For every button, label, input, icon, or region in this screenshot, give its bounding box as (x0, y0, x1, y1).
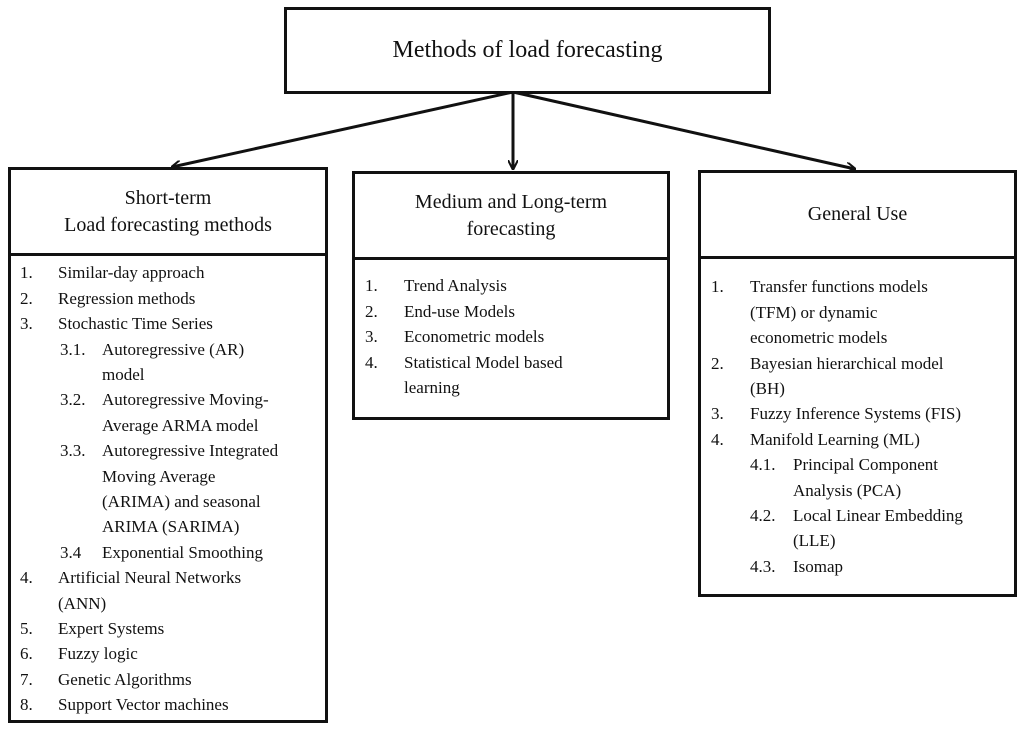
arrow-to-general-use (512, 90, 855, 169)
item-number: 3.4 (60, 542, 82, 562)
arrow-to-short-term (172, 90, 514, 167)
item-text-line: Support Vector machines (58, 695, 229, 715)
item-text-line: learning (404, 377, 460, 397)
root-title: Methods of load forecasting (392, 37, 663, 63)
item-number: 2. (711, 353, 724, 373)
item-text-line: End-use Models (404, 301, 515, 321)
item-number: 1. (20, 263, 33, 283)
item-text-line: Analysis (PCA) (793, 480, 902, 500)
item-text-line: Autoregressive (AR) (102, 339, 245, 359)
item-number: 3.3. (60, 441, 86, 461)
item-text-line: model (102, 364, 145, 384)
item-text-line: Bayesian hierarchical model (750, 353, 944, 373)
item-text-line: Expert Systems (58, 618, 165, 638)
short-term-heading: Short-term Load forecasting methods (64, 186, 272, 236)
root-box: Methods of load forecasting (284, 7, 771, 94)
item-number: 1. (365, 276, 378, 296)
item-text-line: Fuzzy logic (58, 644, 138, 664)
item-text-line: Statistical Model based (404, 352, 563, 372)
item-number: 7. (20, 669, 33, 689)
item-number: 4.3. (750, 556, 776, 576)
item-number: 2. (20, 288, 33, 308)
item-number: 4.2. (750, 505, 776, 525)
item-text-line: Fuzzy Inference Systems (FIS) (750, 404, 962, 424)
item-number: 6. (20, 644, 33, 664)
item-text-line: (ANN) (58, 593, 107, 613)
item-text-line: (TFM) or dynamic (750, 302, 878, 322)
item-number: 4.1. (750, 455, 776, 475)
item-number: 8. (20, 695, 33, 715)
item-text-line: Moving Average (102, 466, 216, 486)
medium-long-header: Medium and Long-term forecasting (352, 171, 670, 260)
item-text-line: Exponential Smoothing (102, 542, 264, 562)
item-text-line: (ARIMA) and seasonal (102, 491, 261, 511)
item-text-line: Average ARMA model (102, 415, 259, 435)
item-number: 3. (20, 314, 33, 334)
medium-long-list: 1. Trend Analysis 2. End-use Models 3. Econom… (352, 257, 670, 420)
item-text-line: Econometric models (404, 327, 545, 347)
general-use-list: 1. Transfer functions models (TFM) or dyna… (698, 256, 1017, 597)
item-text-line: Isomap (793, 556, 844, 576)
item-text-line: Similar-day approach (58, 263, 205, 283)
item-text-line: Trend Analysis (404, 276, 507, 296)
item-text-line: Stochastic Time Series (58, 314, 213, 334)
short-term-list: 1. Similar-day approach 2. Regression metho… (8, 253, 328, 723)
item-text-line: Principal Component (793, 455, 938, 475)
item-text-line: ARIMA (SARIMA) (102, 517, 240, 537)
item-number: 3. (365, 327, 378, 347)
item-number: 4. (365, 352, 378, 372)
item-text-line: (LLE) (793, 531, 836, 551)
item-number: 3. (711, 404, 724, 424)
item-text-line: Manifold Learning (ML) (750, 429, 920, 449)
item-text-line: Transfer functions models (750, 277, 928, 297)
item-text-line: Genetic Algorithms (58, 669, 192, 689)
item-text-line: Artificial Neural Networks (58, 568, 242, 588)
item-number: 3.2. (60, 390, 86, 410)
item-text-line: (BH) (750, 378, 785, 398)
item-text-line: Local Linear Embedding (793, 505, 963, 525)
short-term-header: Short-term Load forecasting methods (8, 167, 328, 256)
medium-long-heading: Medium and Long-term forecasting (414, 190, 608, 240)
item-text-line: Regression methods (58, 288, 196, 308)
general-use-header: General Use (698, 170, 1017, 259)
item-number: 4. (20, 568, 33, 588)
item-number: 3.1. (60, 339, 86, 359)
item-text-line: econometric models (750, 328, 888, 348)
item-number: 1. (711, 277, 724, 297)
item-number: 5. (20, 618, 33, 638)
item-number: 2. (365, 301, 378, 321)
item-text-line: Autoregressive Integrated (102, 441, 279, 461)
item-text-line: Autoregressive Moving- (102, 390, 269, 410)
general-use-heading: General Use (807, 203, 908, 225)
item-number: 4. (711, 429, 724, 449)
